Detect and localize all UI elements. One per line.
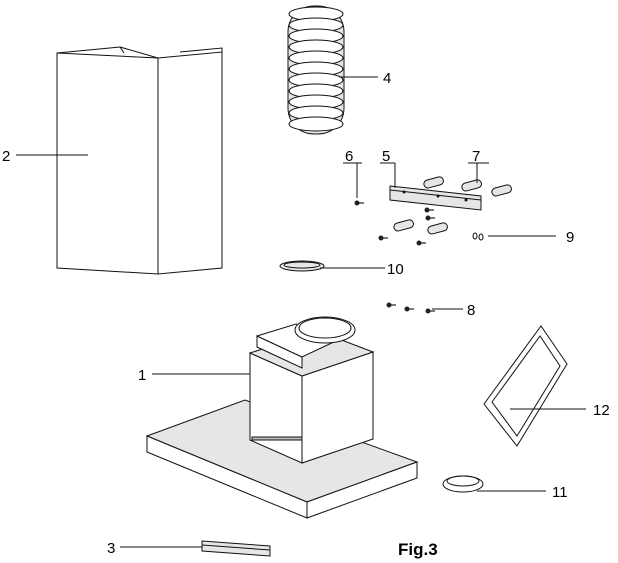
hood-body xyxy=(145,316,419,519)
screw xyxy=(425,215,435,221)
duct-ring xyxy=(288,116,344,132)
screw xyxy=(386,302,396,308)
chimney-cover xyxy=(56,46,223,275)
callout-labels: 1 2 3 4 5 6 7 8 9 10 11 12 xyxy=(2,70,610,557)
callout-6: 6 xyxy=(345,148,353,165)
clamp-ring xyxy=(442,475,484,493)
screw xyxy=(404,306,414,312)
callout-1: 1 xyxy=(138,367,146,384)
screw xyxy=(416,240,426,246)
leader-lines xyxy=(16,76,586,548)
wall-bracket xyxy=(389,185,482,211)
screws xyxy=(354,200,484,314)
filter-panel xyxy=(483,325,568,447)
callout-5: 5 xyxy=(382,148,390,165)
callout-11: 11 xyxy=(552,484,568,501)
callout-12: 12 xyxy=(593,402,610,419)
callout-2: 2 xyxy=(2,148,10,165)
figure-label: Fig.3 xyxy=(398,540,438,559)
handle xyxy=(201,540,271,557)
callout-9: 9 xyxy=(566,229,574,246)
duct-clamp xyxy=(279,260,325,272)
callout-10: 10 xyxy=(387,261,404,278)
screw xyxy=(354,200,364,206)
anchor xyxy=(472,232,478,240)
callout-3: 3 xyxy=(107,540,115,557)
anchor xyxy=(478,233,484,241)
callout-4: 4 xyxy=(383,70,391,87)
screw xyxy=(424,207,434,213)
flexible-duct xyxy=(287,5,345,135)
screw xyxy=(425,308,435,314)
screw xyxy=(378,235,388,241)
callout-7: 7 xyxy=(472,148,480,165)
callout-8: 8 xyxy=(467,302,475,319)
